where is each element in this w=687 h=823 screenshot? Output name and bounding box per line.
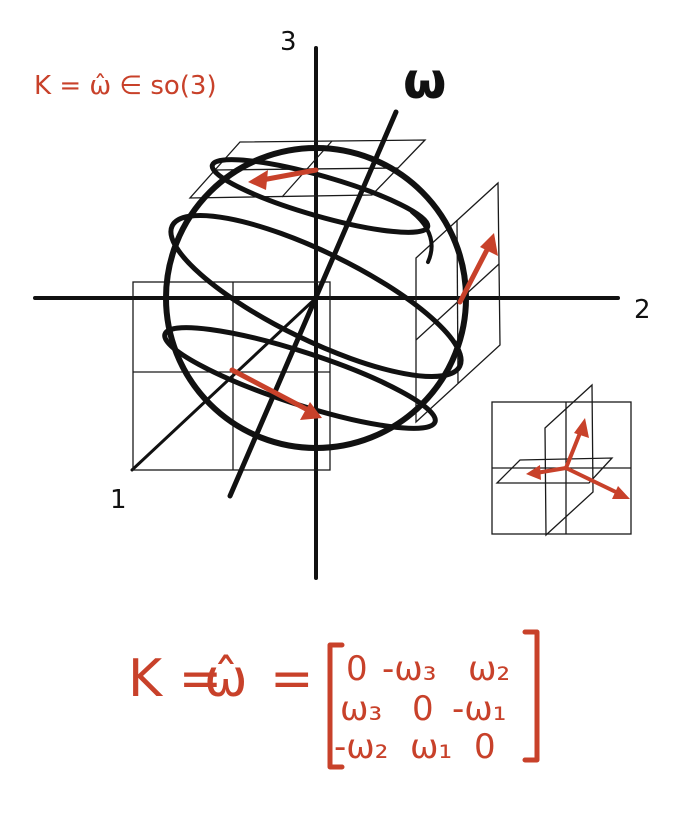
coordinate-axes: [33, 46, 620, 580]
tangent-arrow-bottom: [229, 367, 322, 420]
inset-frame: [491, 383, 632, 537]
so3-note: K = ω̂ ∈ so(3): [34, 71, 217, 101]
matrix-r1c3: ω₂: [468, 649, 510, 689]
matrix-r3c3: 0: [474, 727, 496, 767]
axis-2-label: 2: [634, 295, 651, 325]
matrix-left-bracket: [327, 642, 345, 770]
inset-red-axes: [526, 418, 630, 499]
axis-1-label: 1: [110, 485, 127, 515]
equation-equals: =: [270, 649, 314, 709]
tangent-arrow-top: [248, 167, 319, 190]
sphere-outline: [163, 145, 469, 451]
matrix-r1c2: -ω₃: [382, 649, 436, 689]
equation-hat-omega: ω̂: [204, 649, 248, 709]
inner-arc: [410, 210, 434, 264]
skew-matrix-equation: K = ω̂ = 0 -ω₃ ω₂ ω₃ 0 -ω₁ -ω₂ ω₁ 0: [128, 629, 540, 770]
equation-lhs: K =: [128, 649, 222, 709]
omega-axis-line: [227, 109, 399, 499]
axis-1-line: [130, 296, 318, 472]
tangent-arrow-right: [457, 233, 498, 305]
matrix-r3c2: ω₁: [410, 727, 452, 767]
great-circle-orbit: [168, 212, 464, 380]
omega-axis-label: ω: [403, 52, 446, 110]
matrix-r1c1: 0: [346, 649, 368, 689]
matrix-r2c2: 0: [412, 689, 434, 729]
matrix-r3c1: -ω₂: [334, 727, 388, 767]
matrix-right-bracket: [522, 629, 540, 763]
matrix-r2c1: ω₃: [340, 689, 382, 729]
matrix-r2c3: -ω₁: [452, 689, 506, 729]
axis-3-label: 3: [280, 27, 297, 57]
